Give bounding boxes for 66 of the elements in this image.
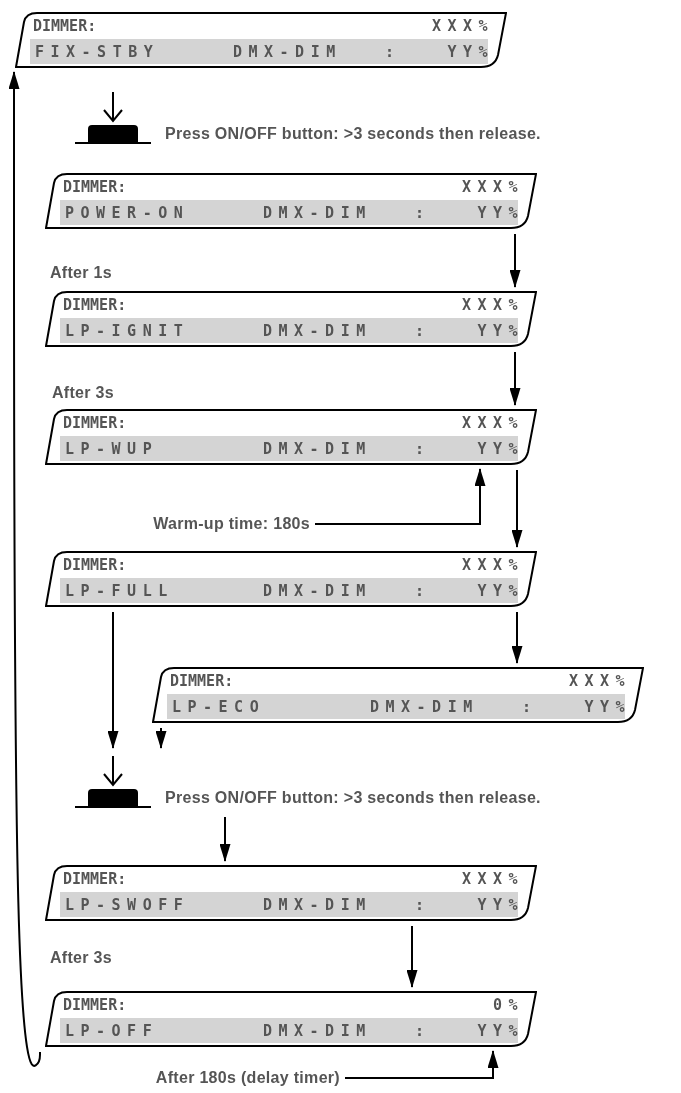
display-label: DMX-DIM (370, 698, 479, 716)
arrow (155, 727, 167, 749)
separator-text: : (415, 440, 431, 458)
instruction-text: Press ON/OFF button: >3 seconds then release. (165, 124, 541, 144)
display-label: DMX-DIM (263, 896, 372, 914)
display-value: YY% (477, 440, 524, 458)
leader-line (314, 468, 486, 525)
display-value: YY% (477, 896, 524, 914)
instruction-text: Press ON/OFF button: >3 seconds then release. (165, 788, 541, 808)
separator-text: : (415, 582, 431, 600)
display-value: YY% (477, 582, 524, 600)
status-text: LP-WUP (65, 440, 159, 458)
timing-label: After 1s (50, 263, 112, 283)
display-label: DIMMER: (170, 672, 234, 690)
display-label: DMX-DIM (263, 322, 372, 340)
arrow (511, 469, 523, 548)
status-text: LP-OFF (65, 1022, 159, 1040)
leader-line (344, 1050, 499, 1079)
status-text: POWER-ON (65, 204, 190, 222)
arrow (406, 925, 418, 988)
display-value: XXX% (461, 414, 524, 432)
arrow (8, 71, 41, 1067)
display-value: YY% (477, 1022, 524, 1040)
display-label: DIMMER: (63, 178, 127, 196)
timing-label: After 3s (52, 383, 114, 403)
separator-text: : (415, 322, 431, 340)
status-text: FIX-STBY (35, 43, 160, 61)
display-value: YY% (477, 322, 524, 340)
timing-label: After 3s (50, 948, 112, 968)
separator-text: : (385, 43, 401, 61)
separator-text: : (415, 896, 431, 914)
arrow (509, 351, 521, 406)
display-label: DMX-DIM (263, 1022, 372, 1040)
arrow (511, 611, 523, 664)
separator-text: : (415, 1022, 431, 1040)
display-value: YY% (584, 698, 631, 716)
display-label: DMX-DIM (233, 43, 342, 61)
display-label: DIMMER: (63, 414, 127, 432)
display-label: DIMMER: (63, 296, 127, 314)
display-label: DIMMER: (33, 17, 97, 35)
separator-text: : (415, 204, 431, 222)
display-value: XXX% (461, 296, 524, 314)
display-label: DIMMER: (63, 996, 127, 1014)
note-text: After 180s (delay timer) (155, 1068, 340, 1088)
display-value: YY% (447, 43, 494, 61)
display-label: DMX-DIM (263, 204, 372, 222)
note-text: Warm-up time: 180s (153, 514, 310, 534)
display-value: XXX% (461, 178, 524, 196)
status-text: LP-ECO (172, 698, 266, 716)
display-value: XXX% (461, 870, 524, 888)
display-value: XXX% (568, 672, 631, 690)
arrow (107, 611, 119, 749)
display-value: XXX% (431, 17, 494, 35)
status-text: LP-SWOFF (65, 896, 190, 914)
display-value: 0% (492, 996, 524, 1014)
display-value: XXX% (461, 556, 524, 574)
display-label: DIMMER: (63, 556, 127, 574)
display-label: DMX-DIM (263, 440, 372, 458)
status-text: LP-IGNIT (65, 322, 190, 340)
separator-text: : (522, 698, 538, 716)
status-text: LP-FULL (65, 582, 174, 600)
arrow (219, 816, 231, 862)
arrow (509, 233, 521, 288)
display-label: DMX-DIM (263, 582, 372, 600)
display-value: YY% (477, 204, 524, 222)
display-label: DIMMER: (63, 870, 127, 888)
